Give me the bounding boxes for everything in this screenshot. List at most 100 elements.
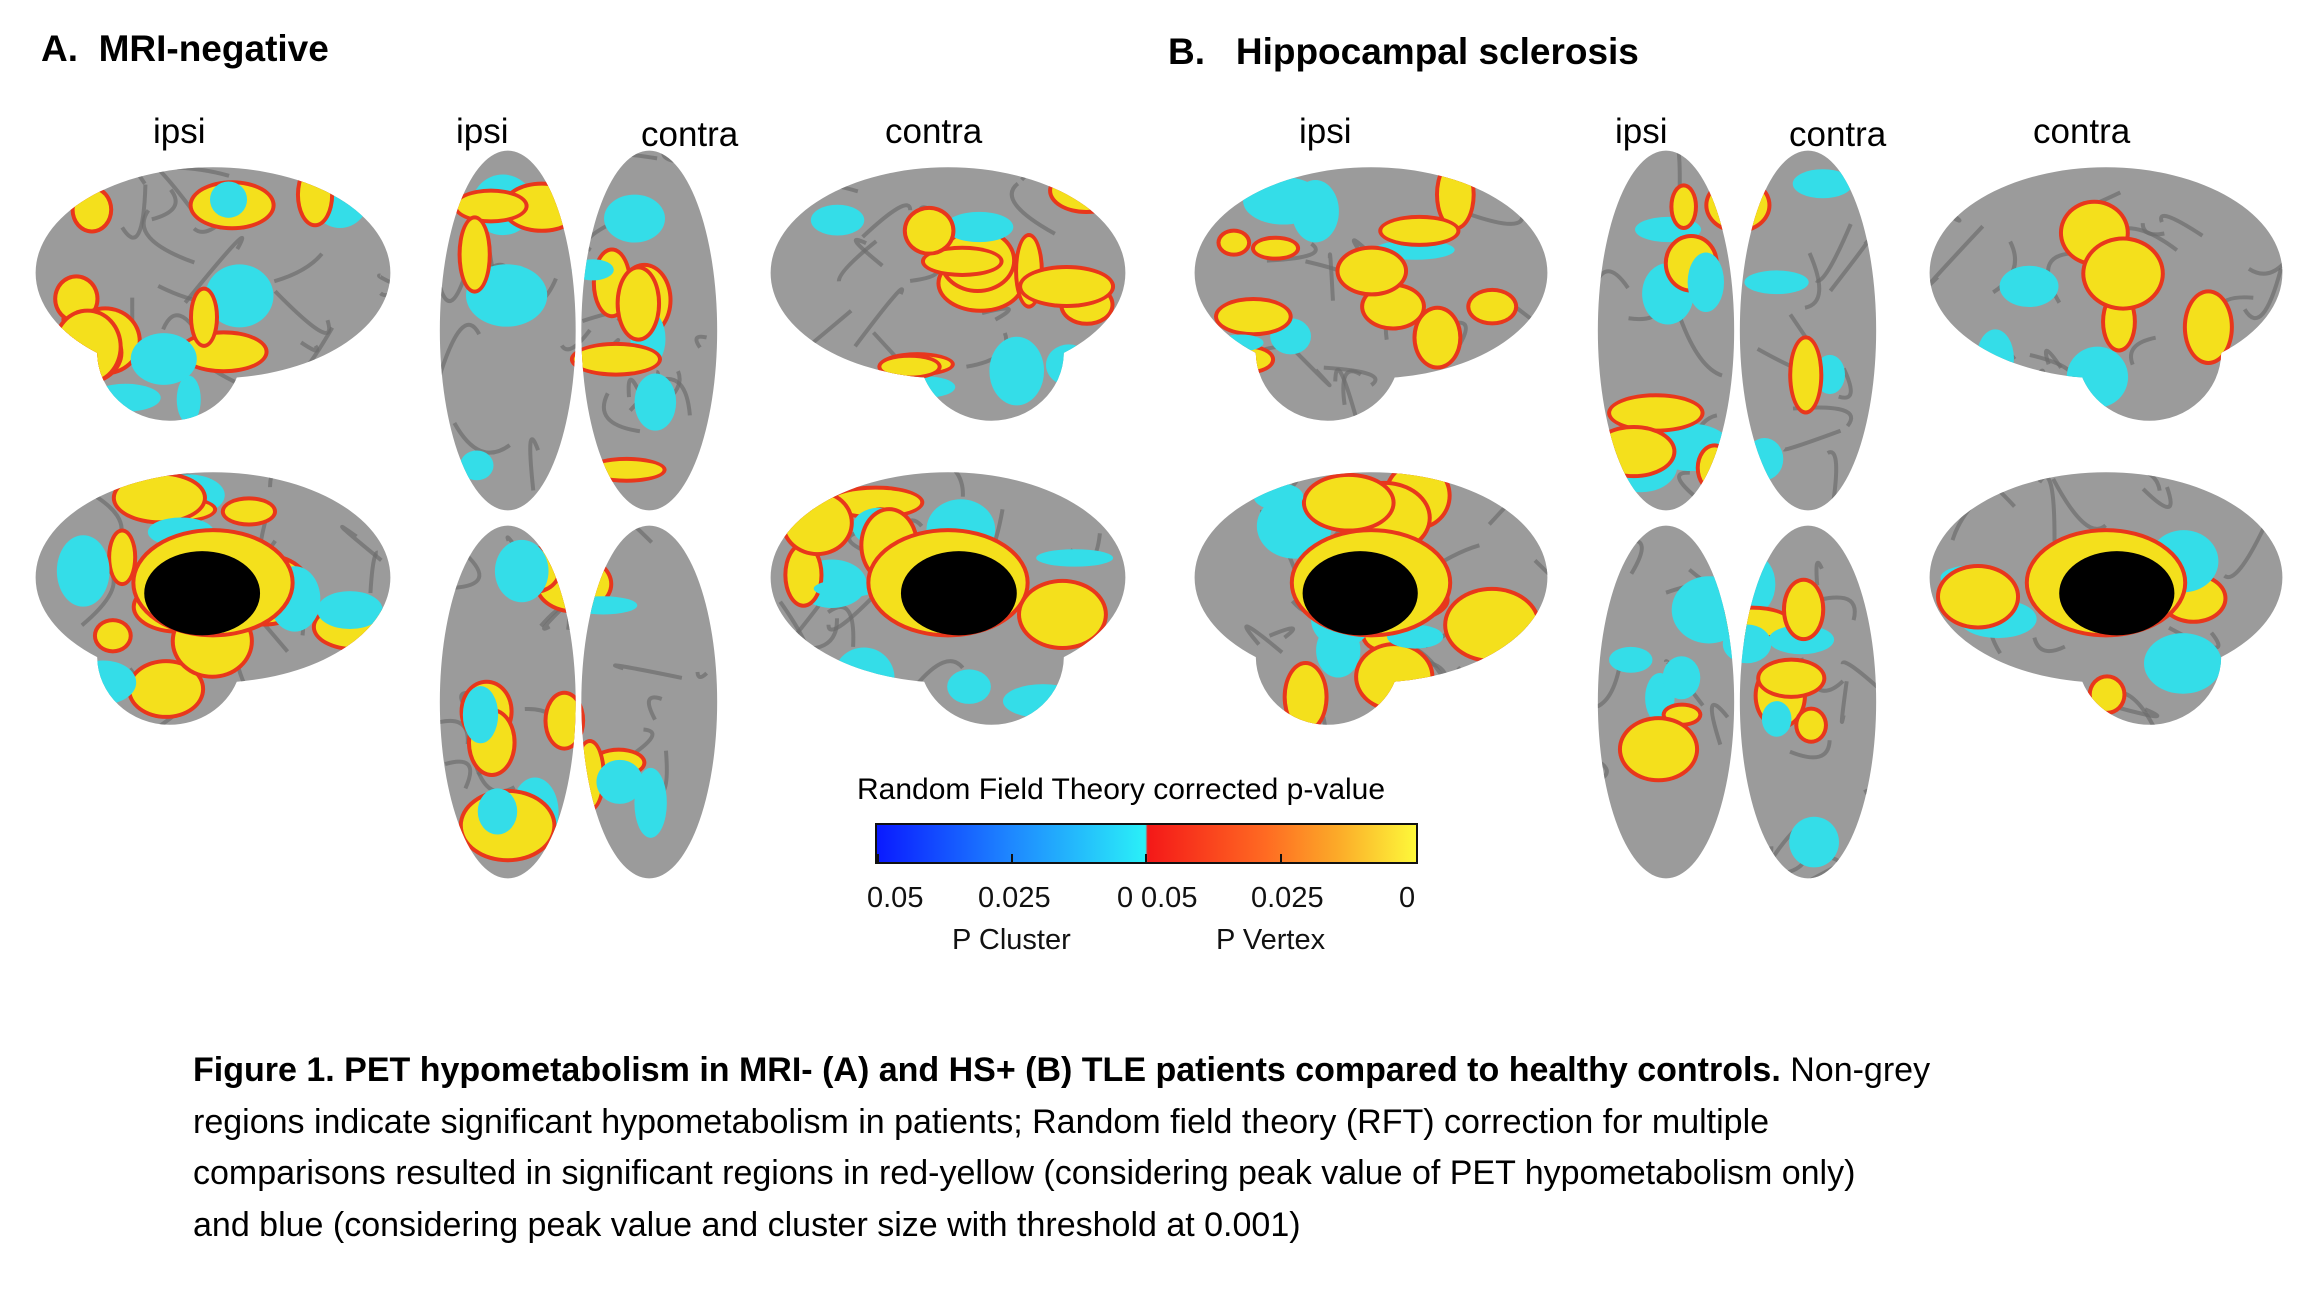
sulcus-line bbox=[1491, 374, 1527, 421]
colorbar-tick bbox=[1280, 854, 1282, 862]
activation-region bbox=[2091, 678, 2123, 711]
sulcus-line bbox=[677, 533, 718, 553]
sulcus-line bbox=[826, 605, 856, 647]
sulcus-line bbox=[1009, 182, 1056, 236]
vertex-axis-label: P Vertex bbox=[1216, 924, 1326, 956]
activation-region bbox=[945, 211, 1014, 243]
colorbar-tick bbox=[1145, 854, 1147, 862]
sulcus-line bbox=[1954, 346, 1968, 356]
activation-region bbox=[1358, 646, 1431, 708]
sulcus-line bbox=[452, 422, 511, 455]
sulcus-line bbox=[1709, 702, 1730, 746]
caption-line-2: regions indicate significant hypometabol… bbox=[193, 1102, 1770, 1141]
sulcus-line bbox=[2247, 257, 2283, 276]
vertex-tick-0: 0.05 bbox=[1141, 882, 1198, 914]
panel-b-title: B. Hippocampal sclerosis bbox=[1168, 31, 1639, 73]
sulcus-line bbox=[47, 678, 63, 723]
sulcus-line bbox=[2032, 636, 2066, 654]
sulcus-line bbox=[1838, 367, 1853, 400]
activation-region bbox=[634, 373, 677, 431]
sulcus-line bbox=[2109, 472, 2162, 492]
sulcus-line bbox=[1251, 401, 1275, 421]
sulcus-line bbox=[1502, 681, 1535, 697]
panel-a-title: A. MRI-negative bbox=[41, 28, 329, 70]
activation-region bbox=[1699, 447, 1730, 489]
sulcus-line bbox=[770, 472, 786, 490]
activation-region bbox=[1286, 665, 1325, 725]
cortex-surface bbox=[1597, 525, 1877, 879]
sulcus-line bbox=[35, 695, 64, 725]
caption-line-1: Figure 1. PET hypometabolism in MRI- (A)… bbox=[193, 1045, 2193, 1097]
sulcus-line bbox=[716, 150, 718, 189]
activation-region bbox=[2186, 293, 2230, 362]
activation-region bbox=[1722, 624, 1772, 664]
activation-region bbox=[590, 460, 663, 479]
activation-region bbox=[892, 376, 956, 398]
activation-region bbox=[2085, 240, 2161, 307]
activation-region bbox=[1339, 249, 1405, 293]
activation-region bbox=[547, 694, 582, 747]
activation-region bbox=[989, 336, 1045, 406]
sulcus-line bbox=[913, 659, 965, 688]
activation-region bbox=[906, 209, 952, 252]
sulcus-line bbox=[1597, 151, 1617, 177]
medial-wall-mask bbox=[144, 551, 261, 636]
activation-region bbox=[1253, 483, 1304, 511]
activation-region bbox=[90, 383, 161, 412]
sulcus-line bbox=[1826, 450, 1839, 501]
activation-region bbox=[1218, 300, 1289, 333]
sulcus-line bbox=[1076, 696, 1121, 716]
sulcus-line bbox=[1815, 223, 1853, 283]
activation-region bbox=[1364, 286, 1422, 327]
sulcus-line bbox=[861, 203, 913, 239]
sulcus-line bbox=[1929, 224, 1985, 288]
sulcus-line bbox=[2242, 267, 2283, 321]
brain-b-ventral bbox=[1597, 525, 1877, 879]
sulcus-line bbox=[1677, 470, 1738, 511]
activation-region bbox=[881, 357, 938, 376]
sulcus-line bbox=[379, 260, 391, 298]
sulcus-line bbox=[1678, 317, 1723, 378]
activation-region bbox=[192, 290, 216, 344]
sulcus-line bbox=[560, 328, 592, 352]
activation-region bbox=[1792, 339, 1820, 411]
sulcus-line bbox=[141, 209, 196, 265]
activation-region bbox=[1789, 816, 1839, 868]
sulcus-line bbox=[528, 437, 540, 491]
sulcus-line bbox=[922, 472, 965, 497]
activation-region bbox=[1673, 187, 1694, 226]
activation-region bbox=[787, 546, 820, 604]
activation-region bbox=[457, 192, 525, 220]
brain-b-medial-ipsi bbox=[1194, 472, 1548, 725]
sulcus-line bbox=[72, 406, 128, 421]
activation-region bbox=[571, 259, 614, 281]
activation-region bbox=[1002, 684, 1084, 719]
colorbar bbox=[875, 823, 1418, 864]
medial-wall-mask bbox=[1302, 551, 1418, 636]
sulcus-line bbox=[1929, 696, 1973, 723]
sulcus-line bbox=[368, 550, 379, 594]
sulcus-line bbox=[789, 358, 812, 414]
activation-region bbox=[1305, 476, 1392, 529]
activation-region bbox=[1597, 428, 1673, 475]
activation-region bbox=[573, 345, 658, 373]
sulcus-line bbox=[836, 369, 877, 398]
sulcus-line bbox=[1521, 637, 1548, 676]
activation-region bbox=[1217, 334, 1264, 352]
activation-region bbox=[1761, 701, 1792, 737]
activation-region bbox=[74, 189, 110, 230]
sulcus-line bbox=[2217, 419, 2246, 421]
activation-region bbox=[1687, 252, 1725, 313]
sulcus-line bbox=[1709, 150, 1768, 163]
sulcus-line bbox=[572, 831, 598, 863]
activation-region bbox=[1736, 556, 1776, 613]
caption-line-4: and blue (considering peak value and clu… bbox=[193, 1205, 1301, 1244]
sulcus-line bbox=[1078, 712, 1126, 725]
activation-edge bbox=[782, 686, 852, 712]
sulcus-line bbox=[1076, 359, 1126, 407]
sulcus-line bbox=[853, 287, 905, 348]
medial-wall-mask bbox=[2059, 551, 2175, 636]
sulcus-line bbox=[1236, 407, 1257, 419]
sulcus-line bbox=[1929, 472, 1983, 478]
panel-a-letter: A. bbox=[41, 28, 78, 69]
